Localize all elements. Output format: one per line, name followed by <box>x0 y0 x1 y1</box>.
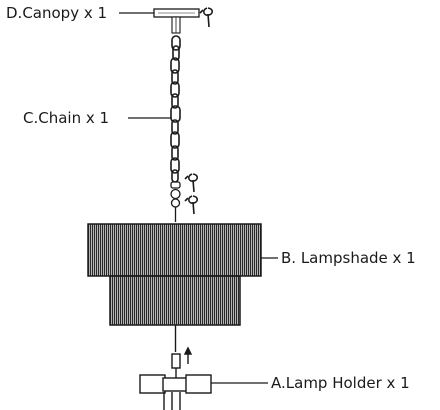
label-canopy: D.Canopy x 1 <box>6 4 108 22</box>
screwdriver-icon <box>184 195 199 215</box>
chain <box>170 35 181 183</box>
label-lampshade: B. Lampshade x 1 <box>281 249 416 267</box>
lamp-holder <box>139 353 212 410</box>
screwdriver-icon <box>184 173 199 193</box>
canopy <box>153 8 200 34</box>
arrow-up-icon <box>183 346 193 364</box>
screwdriver-icon <box>199 7 214 28</box>
chain-connector <box>170 181 181 222</box>
label-chain: C.Chain x 1 <box>23 109 110 127</box>
lampshade <box>87 223 262 326</box>
label-lamp-holder: A.Lamp Holder x 1 <box>271 374 410 392</box>
leader-lines <box>119 12 278 384</box>
